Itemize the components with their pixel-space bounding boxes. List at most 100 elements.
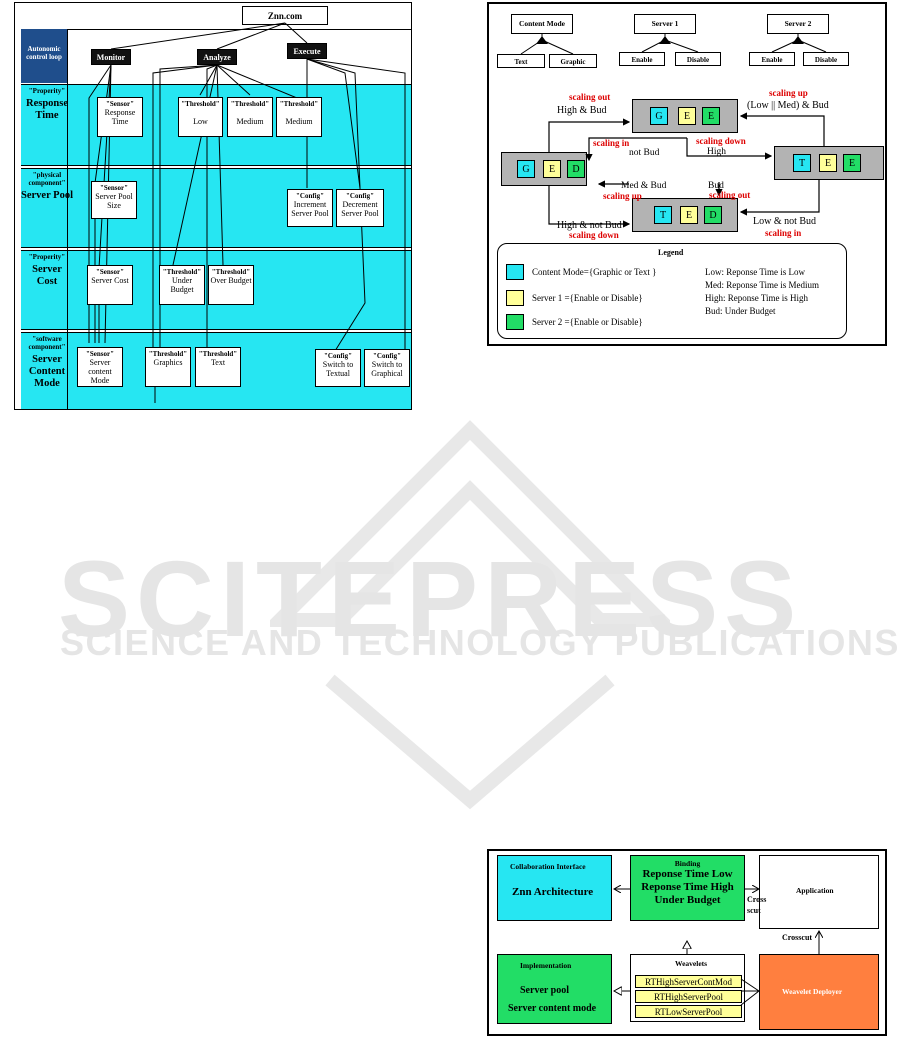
loop-header-band (21, 29, 411, 83)
box-tag: "Config" (324, 352, 352, 360)
stage-analyze-label: Analyze (203, 53, 231, 62)
implementation-line-1: Server pool (520, 985, 569, 996)
box-text: Switch to Textual (322, 360, 354, 379)
box-text: Increment Server Pool (291, 200, 329, 219)
legend-title: Legend (658, 248, 684, 257)
implementation-line-2: Server content mode (508, 1003, 597, 1014)
state-right-s2: E (843, 154, 861, 172)
box-text: Over Budget (210, 276, 252, 286)
weavelets-title: Weavelets (675, 959, 708, 968)
binding-line-2: Reponse Time High (641, 881, 734, 893)
feature-child: Disable (686, 56, 710, 64)
weavelet-deployer: Weavelet Deployer (759, 954, 879, 1030)
feature-name: Server 2 (784, 19, 812, 28)
row-name: Response Time (25, 98, 68, 122)
feature-server-2-disable: Disable (803, 52, 849, 66)
row-label-server-pool: "physical component" Server Pool (21, 171, 73, 202)
config-decrement-server-pool: "Config"Decrement Server Pool (336, 189, 384, 227)
legend-swatch-green (506, 314, 524, 330)
box-tag: "Sensor" (106, 100, 134, 108)
box-tag: "Threshold" (211, 268, 251, 276)
feature-child: Graphic (560, 58, 586, 66)
legend-def-4: Bud: Under Budget (705, 306, 776, 316)
feature-server-2: Server 2 (767, 14, 829, 34)
row-stereotype: "physical component" (28, 171, 66, 187)
stage-monitor: Monitor (91, 49, 131, 65)
label-scaling-in-2: scaling in (765, 228, 802, 238)
box-tag: "Sensor" (86, 350, 114, 358)
box-tag: "Threshold" (279, 100, 319, 108)
watermark-logo-icon (270, 420, 670, 810)
box-text: Medium (236, 117, 264, 127)
state-right-s1: E (819, 154, 837, 172)
row-stereotype: "software component" (28, 335, 66, 351)
box-text: Medium (285, 117, 313, 127)
box-text: Graphics (153, 358, 183, 368)
weavelet-1: RTHighServerContMod (635, 975, 742, 988)
stage-execute: Execute (287, 43, 327, 59)
threshold-low: "Threshold"Low (178, 97, 223, 137)
legend-def-1: Low: Reponse Time is Low (705, 267, 806, 277)
feature-child: Text (514, 58, 528, 66)
collaboration-interface: Collaboration Interface Znn Architecture (497, 855, 612, 921)
box-text: Under Budget (170, 276, 194, 295)
row-label-divider (67, 29, 68, 409)
feature-name: Server 1 (651, 19, 679, 28)
legend: Legend Content Mode={Graphic or Text } S… (497, 243, 847, 339)
legend-item-2: Server 1 ={Enable or Disable} (532, 293, 643, 303)
label-scaling-down-1: scaling down (696, 136, 746, 146)
state-bottom-s2: D (704, 206, 722, 224)
transition-arrows (548, 112, 825, 228)
state-bottom-c: T (654, 206, 672, 224)
figure-architecture: Collaboration Interface Znn Architecture… (487, 849, 887, 1036)
crosscut-partial-1: Cross (747, 895, 767, 904)
feature-server-1-enable: Enable (619, 52, 665, 66)
feature-content-mode: Content Mode (511, 14, 573, 34)
box-tag: "Threshold" (148, 350, 188, 358)
stage-monitor-label: Monitor (96, 53, 126, 62)
feature-text: Text (497, 54, 545, 68)
box-text: Text (210, 358, 226, 368)
implementation-title: Implementation (520, 961, 572, 970)
threshold-over-budget: "Threshold"Over Budget (208, 265, 254, 305)
feature-child: Enable (761, 56, 783, 64)
label-low-not-bud: Low & not Bud (753, 216, 817, 227)
sensor-server-pool-size: "Sensor"Server Pool Size (91, 181, 137, 219)
binding-title: Binding (674, 859, 701, 868)
label-scaling-down-2: scaling down (569, 230, 619, 240)
box-tag: "Threshold" (230, 100, 270, 108)
box-tag: "Sensor" (100, 184, 128, 192)
threshold-under-budget: "Threshold"Under Budget (159, 265, 205, 305)
crosscut-partial-2: scut (747, 906, 761, 915)
legend-item-1: Content Mode={Graphic or Text } (532, 267, 657, 277)
weavelets: Weavelets RTHighServerContMod RTHighServ… (630, 954, 745, 1022)
row-stereotype: "Properity" (28, 253, 66, 261)
box-tag: "Threshold" (198, 350, 238, 358)
row-stereotype: "Properity" (28, 87, 66, 95)
weavelet-2: RTHighServerPool (635, 990, 742, 1003)
legend-item-3: Server 2 ={Enable or Disable} (532, 317, 643, 327)
feature-graphic: Graphic (549, 54, 597, 68)
label-scaling-up-1: scaling up (769, 88, 808, 98)
state-left-s2: D (567, 160, 585, 178)
sensor-response-time: "Sensor"Response Time (97, 97, 143, 137)
config-switch-to-textual: "Config"Switch to Textual (315, 349, 361, 387)
box-tag: "Config" (296, 192, 324, 200)
config-switch-to-graphical: "Config"Switch to Graphical (364, 349, 410, 387)
binding-line-1: Reponse Time Low (642, 868, 733, 880)
label-scaling-out-2: scaling out (709, 190, 751, 200)
label-low-med-bud: (Low || Med) & Bud (747, 100, 829, 111)
binding-line-3: Under Budget (654, 894, 721, 906)
legend-def-3: High: Reponse Time is High (705, 293, 809, 303)
root-node: Znn.com (242, 6, 328, 25)
crosscut-label: Crosscut (782, 933, 813, 942)
loop-label: Autonomic control loop (26, 45, 62, 62)
binding: Binding Reponse Time Low Reponse Time Hi… (630, 855, 745, 921)
feature-child: Disable (814, 56, 838, 64)
legend-swatch-yellow (506, 290, 524, 306)
feature-server-1-disable: Disable (675, 52, 721, 66)
threshold-text: "Threshold"Text (195, 347, 241, 387)
label-med-bud: Med & Bud (621, 181, 667, 191)
feature-server-2-enable: Enable (749, 52, 795, 66)
box-tag: "Config" (373, 352, 401, 360)
